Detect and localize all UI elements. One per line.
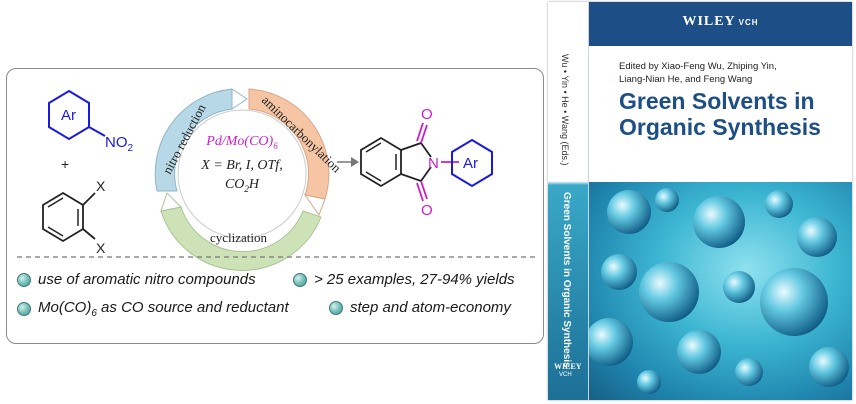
imide-bond-cn-top	[420, 142, 432, 158]
conditions-line-2: CO2H	[225, 177, 260, 194]
book-editors: Edited by Xiao-Feng Wu, Zhiping Yin, Lia…	[619, 61, 777, 85]
halide-bottom-label: X	[96, 240, 106, 256]
book-cover-image: Wu • Yin • He • Wang (Eds.) Green Solven…	[548, 2, 852, 400]
reaction-scheme-panel: Ar NO2 + X X	[6, 68, 544, 344]
teal-bullet-icon	[17, 302, 31, 316]
carbonyl-top-2	[416, 122, 424, 142]
conditions-line-1: X = Br, I, OTf,	[200, 158, 282, 173]
spine-publisher-logo: WILEY	[554, 362, 582, 371]
feature-item: > 25 examples, 27-94% yields	[293, 271, 515, 288]
bubbles-graphic	[585, 188, 849, 394]
phthalimide-inner-bond-1	[365, 142, 382, 153]
halide-top-label: X	[96, 178, 106, 194]
nitroarene-ring	[48, 89, 90, 141]
dihaloarene-bond-top	[82, 192, 96, 206]
spine-publisher-sub: VCH	[559, 372, 572, 378]
imide-bond-top	[400, 142, 422, 151]
feature-item: step and atom-economy	[329, 299, 511, 316]
nitroarene-ar-label: Ar	[61, 107, 76, 124]
feature-text: > 25 examples, 27-94% yields	[314, 271, 515, 288]
reaction-arrow	[337, 157, 359, 167]
feature-item: Mo(CO)6 as CO source and reductant	[17, 299, 289, 319]
phthalimide-benzo-ring	[360, 136, 402, 188]
step-cyclization: cyclization	[210, 230, 268, 245]
dihaloarene-structure: X X	[42, 178, 106, 256]
teal-bullet-icon	[293, 272, 307, 287]
cycle-arrowhead-1	[231, 88, 248, 110]
nitroarene-structure: Ar NO2	[48, 89, 134, 154]
plus-sign: +	[61, 156, 69, 172]
reaction-scheme-graphic: Ar NO2 + X X	[17, 88, 535, 271]
feature-text: step and atom-economy	[350, 299, 511, 316]
nitrogen-label: N	[428, 155, 439, 172]
oxygen-bottom-label: O	[421, 202, 433, 219]
carbonyl-top	[420, 124, 428, 144]
carbonyl-bottom-2	[416, 182, 424, 202]
cycle-arrowhead-3	[160, 192, 183, 212]
catalyst-label: Pd/Mo(CO)6	[205, 134, 278, 151]
dihaloarene-ring	[42, 191, 84, 243]
spine-title: Green Solvents in Organic Synthesis	[561, 192, 572, 368]
book-spine: Wu • Yin • He • Wang (Eds.) Green Solven…	[548, 2, 589, 400]
nitro-group-label: NO2	[105, 134, 134, 154]
cycle-center	[177, 109, 307, 239]
product-ar-label: Ar	[463, 155, 478, 172]
phthalimide-product: O N O Ar	[360, 106, 493, 219]
phthalimide-inner-bond-3	[365, 171, 382, 182]
book-title: Green Solvents in Organic Synthesis	[619, 88, 821, 140]
cover-bubbles-artwork	[585, 182, 852, 400]
dihaloarene-bond-bottom	[82, 228, 96, 240]
oxygen-top-label: O	[421, 106, 433, 123]
catalytic-cycle: Pd/Mo(CO)6 X = Br, I, OTf, CO2H nitro re…	[154, 88, 344, 271]
product-aryl-ring	[451, 138, 493, 188]
teal-bullet-icon	[17, 272, 31, 287]
feature-text: use of aromatic nitro compounds	[38, 271, 256, 288]
carbonyl-bottom	[420, 180, 428, 200]
feature-text: Mo(CO)6 as CO source and reductant	[38, 299, 289, 319]
feature-item: use of aromatic nitro compounds	[17, 271, 256, 288]
imide-bond-bottom	[400, 173, 422, 182]
spine-authors: Wu • Yin • He • Wang (Eds.)	[560, 54, 570, 166]
teal-bullet-icon	[329, 300, 343, 315]
imide-bond-cn-bottom	[420, 166, 432, 182]
dihaloarene-inner-bond-1	[47, 197, 64, 208]
dihaloarene-inner-bond-3	[47, 226, 64, 237]
nitroarene-bond	[88, 126, 106, 137]
cycle-arrowhead-2	[303, 194, 326, 217]
